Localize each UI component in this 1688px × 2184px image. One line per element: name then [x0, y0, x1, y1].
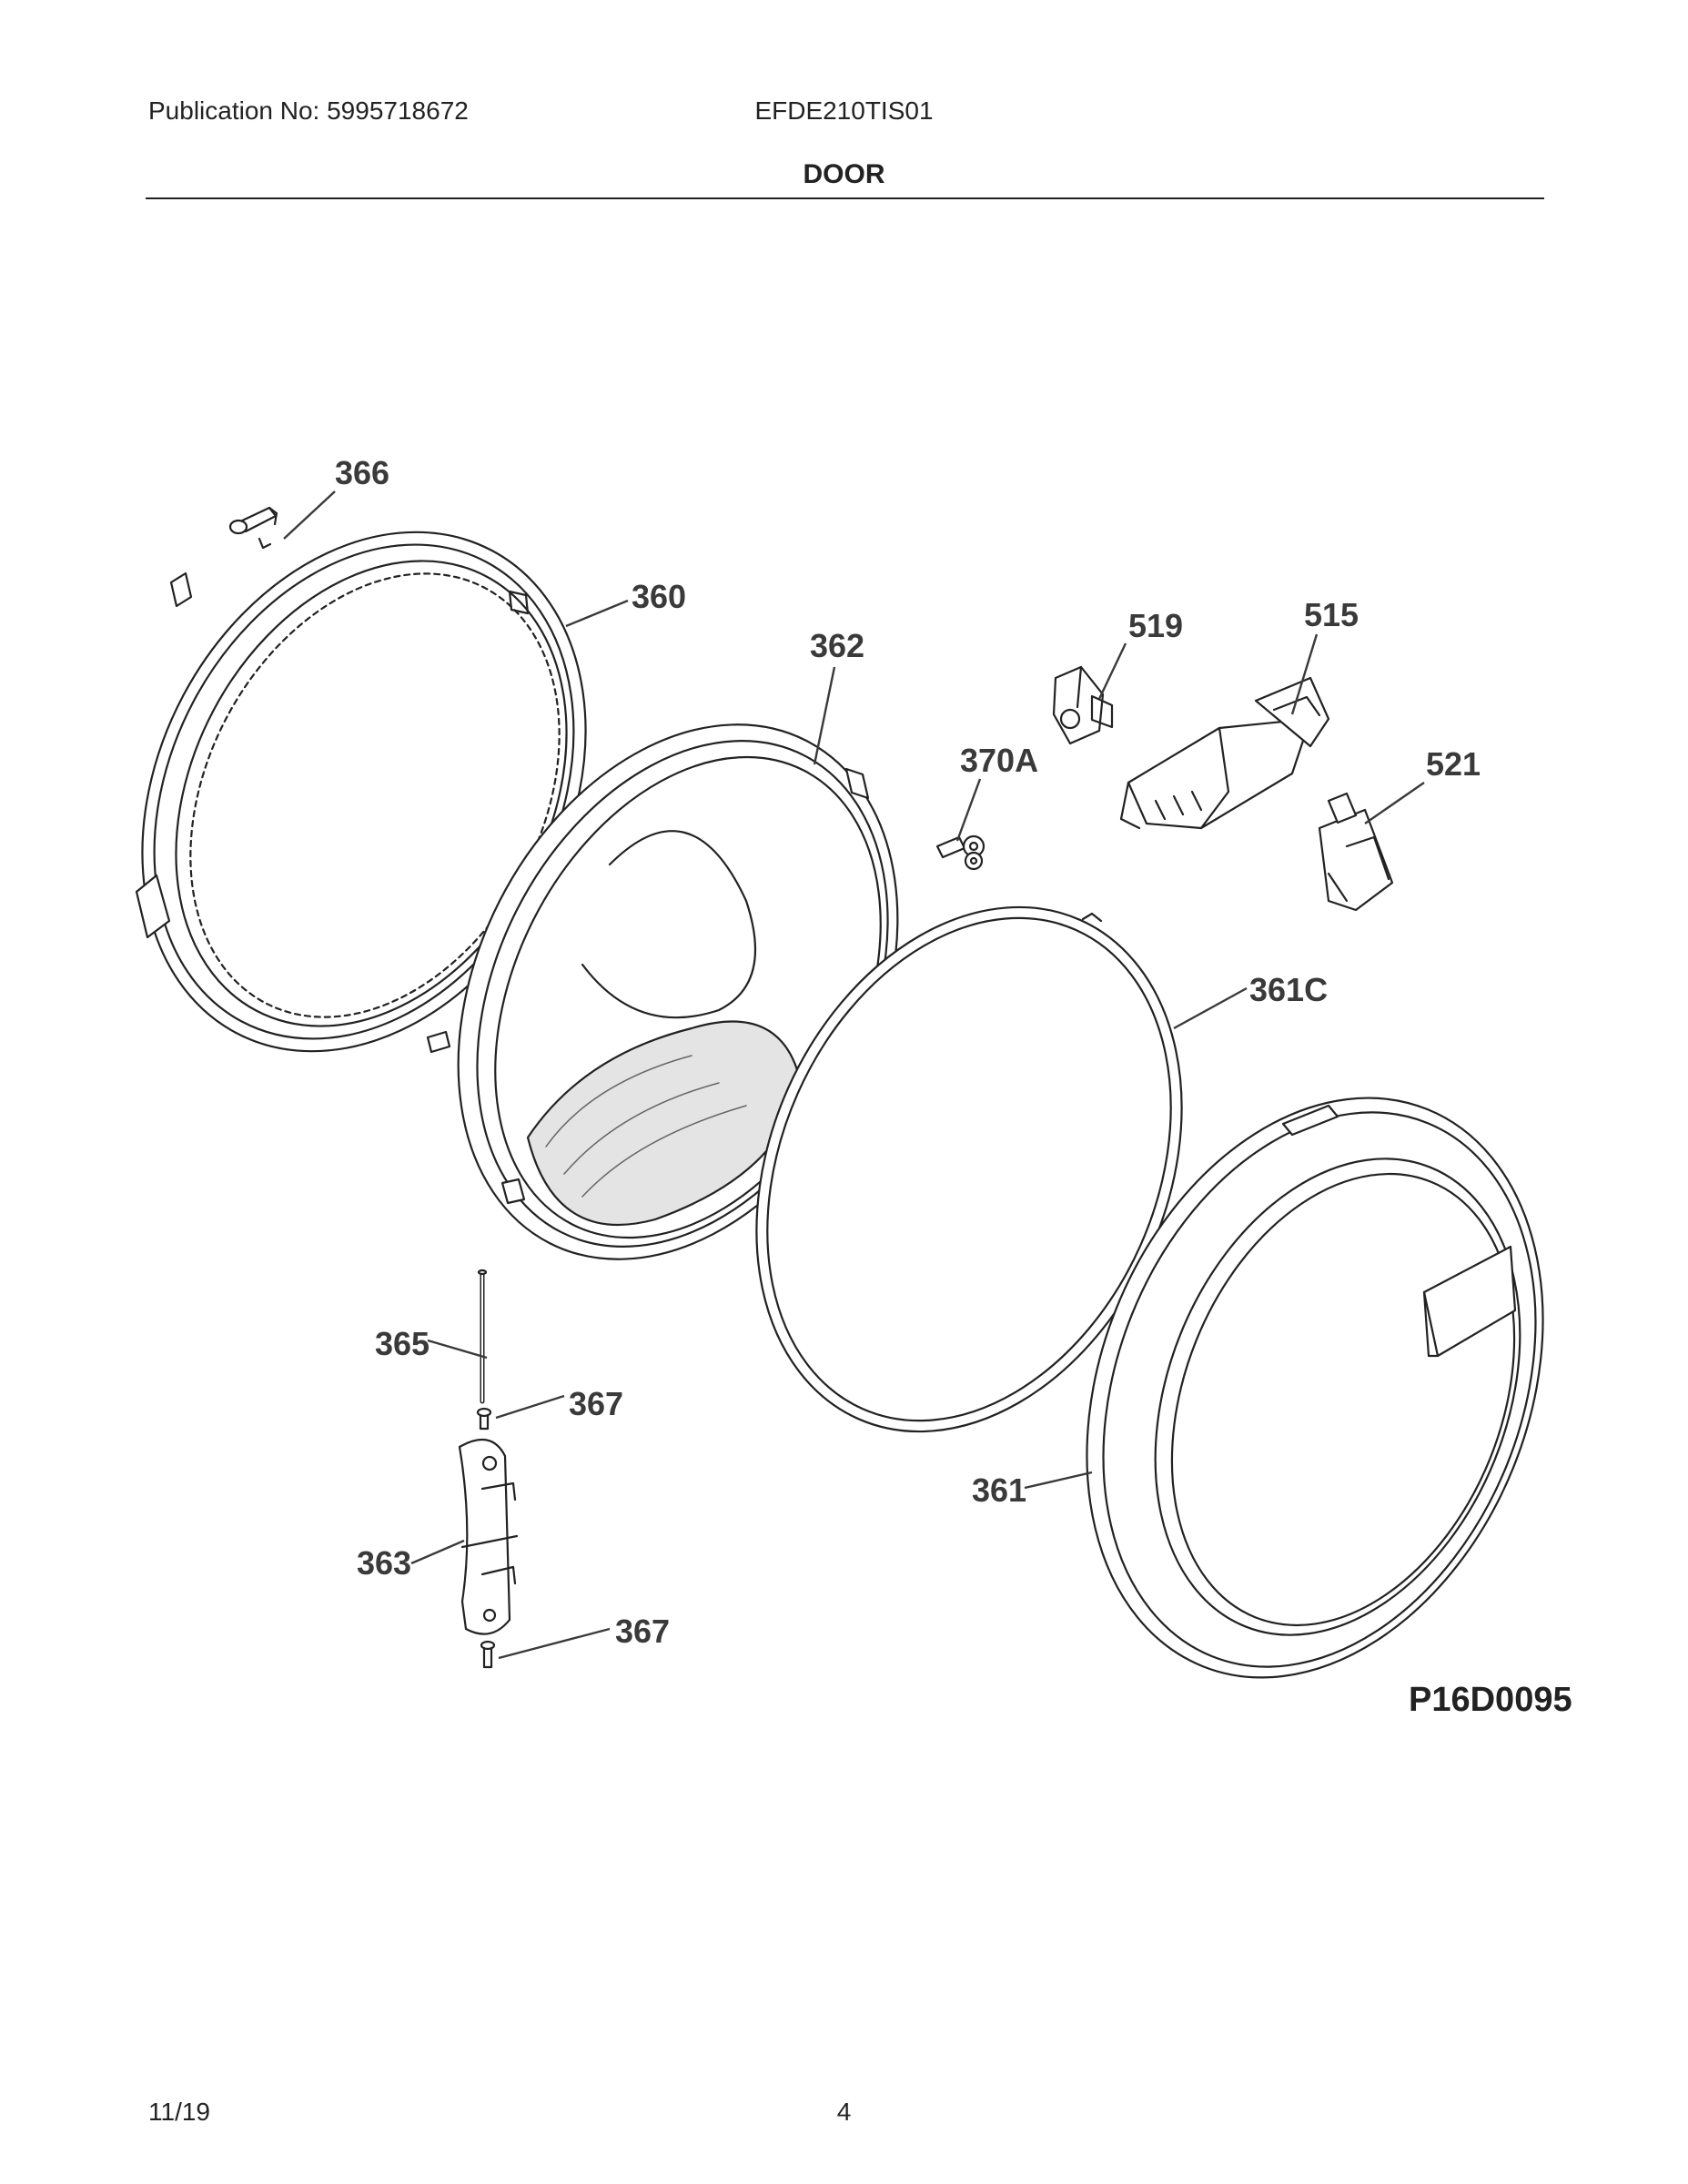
part-519-switch: [1052, 665, 1114, 745]
part-367-screw-upper: [476, 1407, 492, 1431]
callout-367-upper: 367: [569, 1385, 623, 1422]
callout-361: 361: [972, 1471, 1026, 1509]
part-521-lock-cover: [1318, 792, 1394, 912]
callout-519: 519: [1128, 607, 1183, 644]
callout-362: 362: [810, 627, 864, 664]
callout-360: 360: [632, 578, 686, 615]
part-365-hinge-rod: [477, 1269, 488, 1404]
part-367-screw-lower: [480, 1640, 496, 1669]
part-363-hinge-bracket: [458, 1438, 519, 1635]
figure-id: P16D0095: [1409, 1681, 1572, 1719]
part-366-hinge-pin: [228, 506, 278, 550]
section-title: DOOR: [803, 159, 885, 189]
callout-515: 515: [1304, 596, 1359, 633]
model-number: EFDE210TIS01: [754, 96, 934, 125]
part-361C-gasket-ring: [755, 905, 1183, 1433]
footer-date: 11/19: [148, 2098, 210, 2126]
part-370A-strike: [935, 834, 986, 871]
leader-lines: [283, 490, 1425, 1660]
callout-361C: 361C: [1249, 971, 1328, 1008]
part-360-inner-frame-ring: [135, 531, 587, 1054]
callout-366: 366: [335, 454, 389, 491]
publication-number: Publication No: 5995718672: [148, 96, 469, 125]
page-number: 4: [836, 2098, 852, 2126]
callout-363: 363: [357, 1544, 411, 1582]
callout-370A: 370A: [960, 742, 1038, 779]
part-361-outer-door: [1086, 1097, 1544, 1679]
callout-365: 365: [375, 1325, 430, 1362]
callout-367-lower: 367: [615, 1613, 670, 1650]
header-rule: [146, 197, 1544, 199]
callout-521: 521: [1426, 745, 1481, 783]
